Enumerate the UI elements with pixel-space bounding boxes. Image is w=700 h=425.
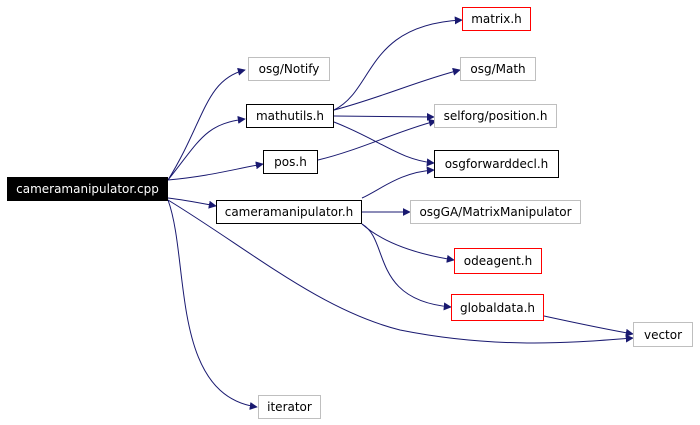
node-osgga-matrixmanipulator[interactable]: osgGA/MatrixManipulator [410, 200, 581, 224]
node-mathutils-h[interactable]: mathutils.h [246, 104, 334, 128]
node-pos-h[interactable]: pos.h [263, 150, 318, 174]
edge-root-pos [167, 161, 264, 181]
edge-root-vector [167, 199, 634, 344]
edge-root-iterator [167, 199, 258, 410]
edge-cammanip-fwddecl [361, 166, 435, 199]
node-osg-notify[interactable]: osg/Notify [248, 57, 330, 81]
edge-root-mathutils [167, 115, 246, 181]
edge-mathutils-osgmath [333, 67, 461, 111]
edge-mathutils-position [333, 112, 435, 121]
edge-cammanip-globaldata [361, 223, 452, 311]
node-iterator[interactable]: iterator [258, 395, 321, 419]
node-selforg-position-h[interactable]: selforg/position.h [434, 104, 557, 128]
edge-root-notify [167, 67, 246, 181]
node-matrix-h[interactable]: matrix.h [462, 7, 531, 31]
edge-mathutils-fwddecl [333, 121, 435, 167]
node-vector[interactable]: vector [633, 322, 693, 347]
node-odeagent-h[interactable]: odeagent.h [454, 248, 542, 274]
edge-globaldata-vector [543, 315, 634, 337]
node-osg-math[interactable]: osg/Math [460, 57, 536, 81]
edge-mathutils-matrix [333, 16, 463, 111]
node-cameramanipulator-h[interactable]: cameramanipulator.h [216, 200, 362, 224]
node-globaldata-h[interactable]: globaldata.h [451, 294, 544, 321]
node-osgforwarddecl-h[interactable]: osgforwarddecl.h [434, 150, 559, 178]
edge-pos-position [317, 118, 437, 161]
node-cameramanipulator-cpp[interactable]: cameramanipulator.cpp [7, 177, 168, 201]
edge-root-cammanip [167, 197, 217, 209]
